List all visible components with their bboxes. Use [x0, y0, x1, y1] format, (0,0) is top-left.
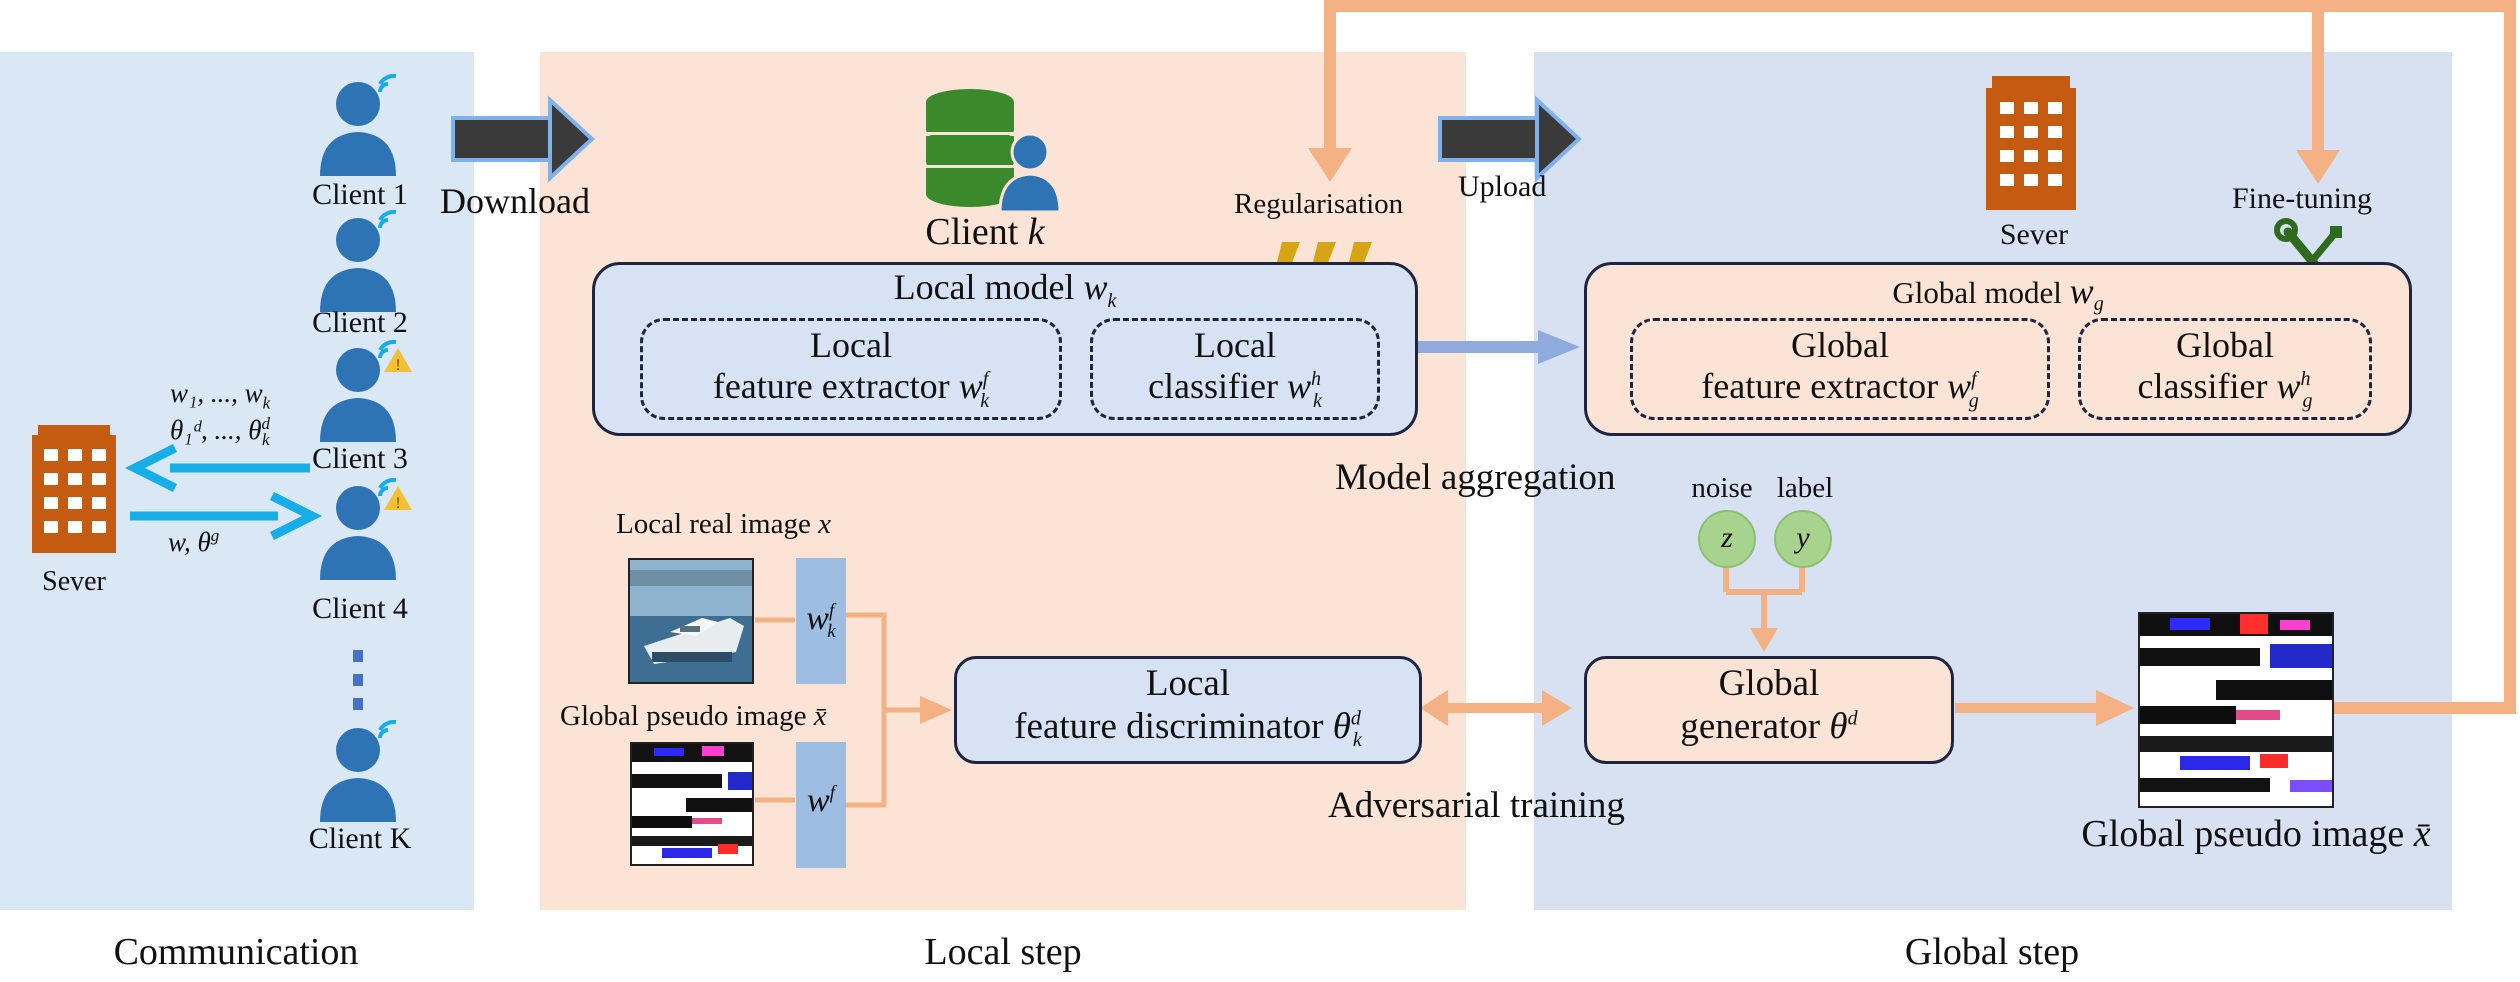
fine-tuning-label: Fine-tuning: [2232, 182, 2372, 215]
server-building-icon: [32, 425, 116, 553]
local-real-image-label: Local real image x: [616, 508, 831, 540]
upload-params-line1: w₁, ..., wk: [170, 378, 271, 413]
section-communication: Communication: [113, 931, 359, 973]
upload-arrow: [1438, 95, 1582, 183]
model-aggregation-arrow: [1418, 330, 1580, 364]
svg-text:!: !: [395, 357, 400, 374]
regularisation-label: Regularisation: [1234, 188, 1404, 220]
global-server-label: Sever: [1999, 218, 2069, 251]
local-model-title: Local model wk: [893, 267, 1117, 313]
upload-to-server-arrow: [124, 443, 310, 493]
client-3-label: Client 3: [312, 442, 408, 475]
noise-label: noise: [1691, 472, 1753, 504]
local-classifier-line1: Local: [1194, 325, 1276, 365]
local-client-label: Client k: [925, 211, 1045, 253]
local-real-image: [628, 558, 754, 684]
local-classifier-box: Local classifier whk: [1090, 318, 1380, 420]
local-feature-discriminator-box: Local feature discriminator θdk: [954, 656, 1422, 764]
global-generator-box: Global generator θd: [1584, 656, 1954, 764]
global-feature-extractor-box: Global feature extractor wfg: [1630, 318, 2050, 420]
local-feature-extractor-line1: Local: [810, 325, 892, 365]
global-classifier-box: Global classifier whg: [2078, 318, 2372, 420]
server-label: Sever: [42, 566, 106, 597]
noise-node: z: [1698, 510, 1756, 568]
discriminator-line1: Local: [1145, 663, 1231, 704]
upload-params-line2: θ₁ᵈ, ..., θdk: [170, 414, 271, 450]
svg-text:!: !: [395, 495, 400, 512]
client-1-label: Client 1: [312, 178, 408, 211]
generator-line1: Global: [1718, 663, 1820, 704]
section-local-step: Local step: [924, 931, 1082, 973]
global-pseudo-image: [2138, 612, 2334, 808]
label-label: label: [1776, 472, 1834, 504]
label-node: y: [1774, 510, 1832, 568]
fine-tuning-arrowhead: [2296, 150, 2340, 184]
client-4-label: Client 4: [312, 592, 408, 625]
client-ellipsis: [353, 650, 363, 710]
local-classifier-line2: classifier whk: [1148, 366, 1322, 412]
global-server-building-icon: [1986, 76, 2076, 210]
client-k-person-icon: [318, 720, 408, 824]
global-classifier-line1: Global: [2176, 325, 2274, 365]
regularisation-arrowhead: [1308, 148, 1352, 182]
client-4-person-icon: !: [318, 478, 418, 582]
feedback-loop-arrow: [1324, 0, 2516, 714]
local-pseudo-image: [630, 742, 754, 866]
client-2-label: Client 2: [312, 306, 408, 339]
discriminator-line2: feature discriminator θdk: [1014, 705, 1362, 751]
client-3-person-icon: !: [318, 340, 418, 444]
generator-line2: generator θd: [1680, 705, 1858, 747]
local-extractor-strip: wfk: [796, 558, 846, 684]
local-feature-extractor-box: Local feature extractor wfk: [640, 318, 1062, 420]
download-label: Download: [440, 181, 590, 221]
download-to-client-arrow: [130, 491, 323, 541]
client-2-person-icon: [318, 210, 408, 314]
upload-label: Upload: [1458, 170, 1547, 203]
to-discriminator-arrowhead: [920, 696, 952, 724]
global-model-title: Global model wg: [1892, 271, 2104, 316]
download-arrow: [451, 95, 595, 183]
client-k-label: Client K: [308, 822, 412, 855]
adversarial-arrow: [1420, 690, 1572, 726]
global-model-box: Global model wg: [1584, 262, 2412, 436]
noise-label-merge: [1723, 565, 1805, 632]
to-generator-arrowhead: [1750, 628, 1778, 652]
section-global-step: Global step: [1904, 931, 2080, 973]
global-extractor-strip: wf: [796, 742, 846, 868]
global-pseudo-image-caption: Global pseudo image x̄: [2081, 813, 2431, 855]
local-model-box: Local model wk: [592, 262, 1418, 436]
local-pseudo-image-label: Global pseudo image x̄: [560, 700, 827, 732]
local-flow-lines: [755, 612, 925, 808]
model-aggregation-label: Model aggregation: [1335, 457, 1616, 498]
local-feature-extractor-line2: feature extractor wfk: [712, 366, 990, 412]
client-1-person-icon: [318, 74, 408, 178]
global-classifier-line2: classifier whg: [2137, 366, 2313, 412]
adversarial-training-label: Adversarial training: [1328, 785, 1625, 826]
global-feature-extractor-line1: Global: [1791, 325, 1889, 365]
global-feature-extractor-line2: feature extractor wfg: [1701, 366, 1979, 412]
download-params: w, θg: [168, 526, 220, 557]
generator-output-arrow: [1955, 690, 2134, 726]
database-client-icon: [920, 88, 1070, 213]
